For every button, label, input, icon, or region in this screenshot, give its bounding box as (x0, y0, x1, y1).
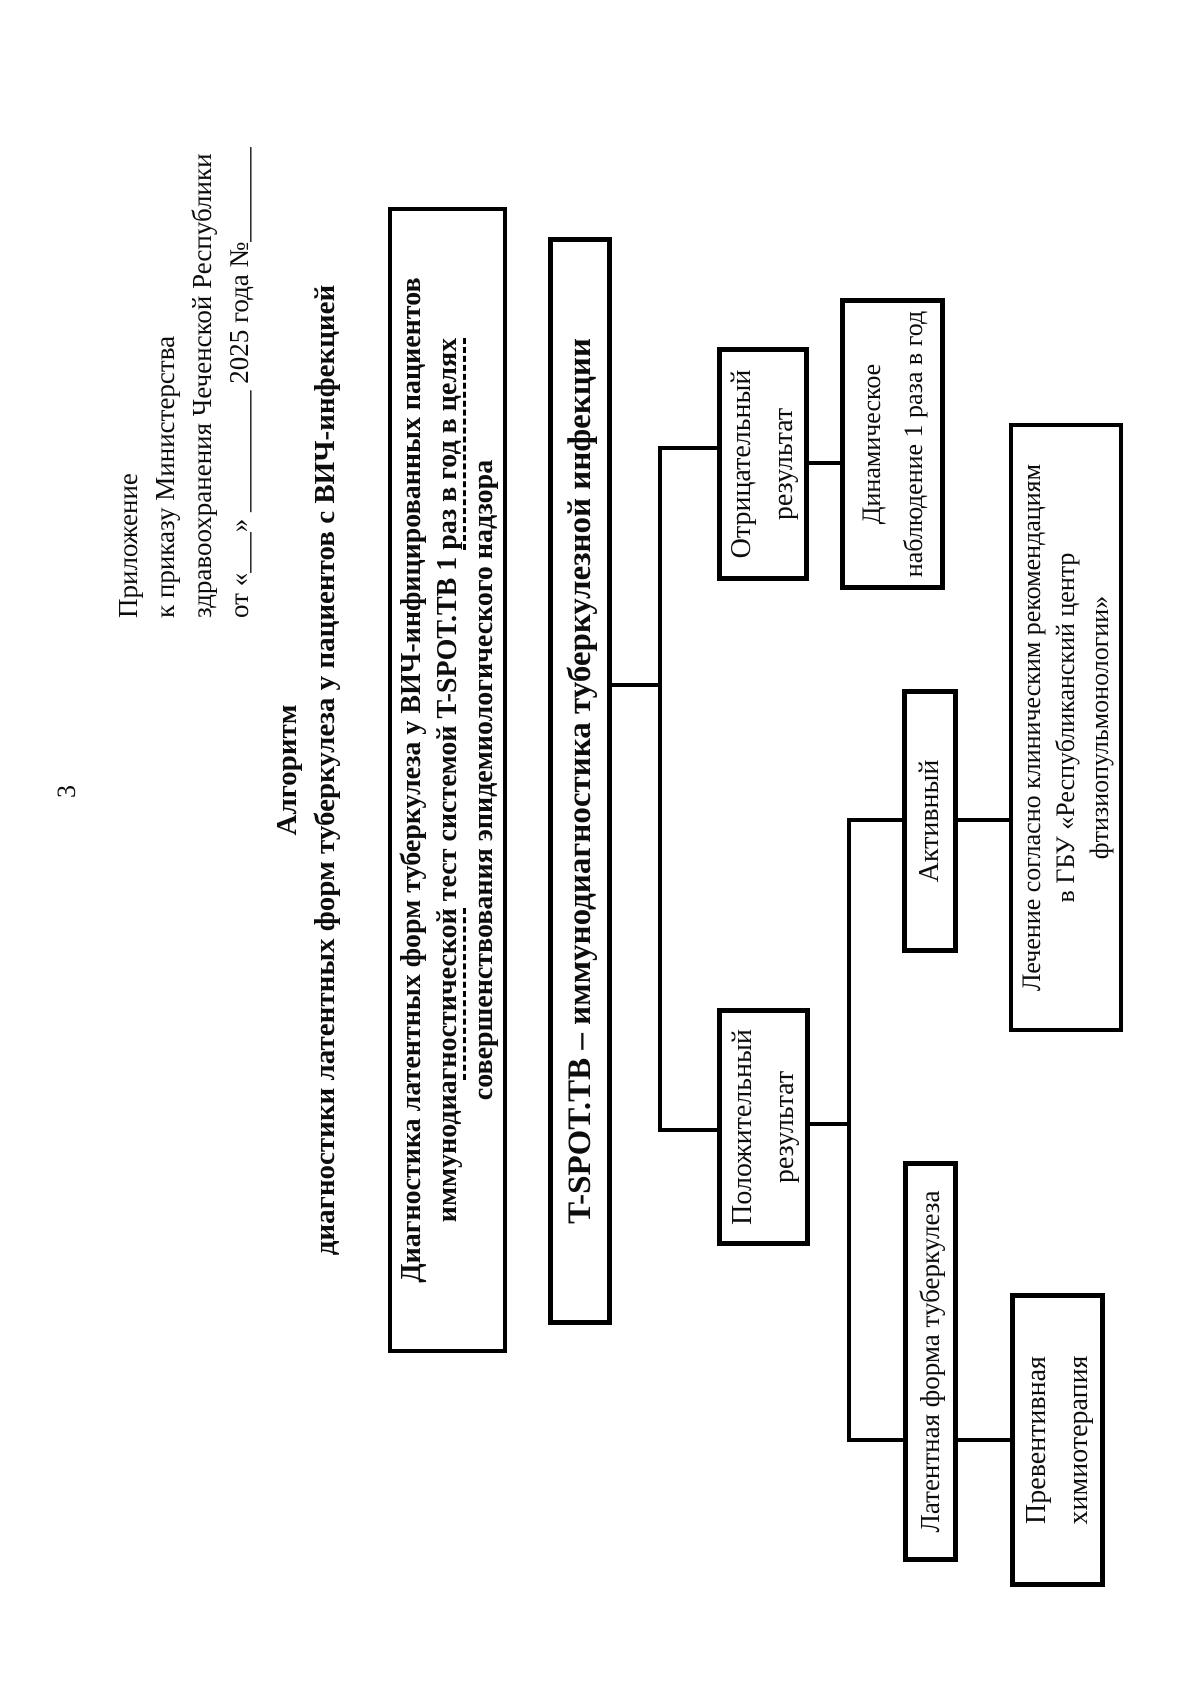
connector-line (958, 818, 1009, 822)
purpose-line-1: Диагностика латентных форм туберкулеза у… (395, 277, 427, 1283)
preventive-chemo-box: Превентивная химиотерапия (1010, 1293, 1105, 1587)
positive-result-box: Положительный результат (717, 1008, 810, 1246)
purpose-line-3: совершенствования эпидемиологического на… (467, 459, 499, 1101)
document-title: Алгоритм диагностики латентных форм тубе… (268, 220, 344, 1320)
latent-tb-box: Латентная форма туберкулеза (903, 1161, 958, 1562)
appendix-header-line-1: Приложение (113, 473, 143, 618)
latent-label: Латентная форма туберкулеза (915, 1190, 945, 1533)
purpose-line-2c: тест системой T-SPOT.TB 1 (431, 549, 463, 909)
appendix-header-line-4: от «___» _________ 2025 года №_______ (224, 147, 254, 618)
connector-line (612, 683, 660, 687)
negative-result-box: Отрицательный результат (717, 347, 809, 581)
positive-line-2: результат (768, 1070, 800, 1184)
connector-line (658, 446, 662, 1132)
treatment-line-1: Лечение согласно клиническим рекомендаци… (1017, 463, 1046, 992)
connector-line (810, 1122, 849, 1126)
purpose-line-2b-underlined: гностической (431, 908, 466, 1081)
connector-line (849, 1438, 903, 1442)
preventive-line-2: химиотерапия (1062, 1355, 1094, 1525)
page-number: 3 (52, 785, 81, 798)
treatment-line-2: в ГБУ «Республиканский центр (1051, 552, 1080, 903)
treatment-line-3: фтизиопульмонологии» (1085, 595, 1114, 860)
active-label: Активный (914, 759, 945, 883)
connector-line (847, 818, 851, 1442)
connector-line (660, 1128, 717, 1132)
appendix-header-line-2: к приказу Министерства (150, 335, 180, 618)
purpose-line-2d-underlined: раз в год в целях (431, 337, 466, 550)
preventive-line-1: Превентивная (1020, 1356, 1052, 1524)
title-line-1: Алгоритм (271, 704, 303, 836)
title-line-2: диагностики латентных форм туберкулеза у… (309, 284, 341, 1256)
appendix-header-line-3: здравоохранения Чеченской Республики (187, 153, 217, 618)
connector-line (849, 818, 902, 822)
appendix-header: Приложение к приказу Министерства здраво… (110, 147, 258, 618)
purpose-line-2: иммунодиагностической тест системой T-SP… (430, 337, 466, 1223)
connector-line (809, 461, 840, 465)
method-box: T-SPOT.TB – иммунодиагностика туберкулез… (548, 237, 612, 1325)
negative-line-2: результат (768, 407, 799, 521)
dynamic-line-2: наблюдение 1 раза в год (898, 310, 928, 578)
positive-line-1: Положительный (726, 1029, 758, 1225)
treatment-box: Лечение согласно клиническим рекомендаци… (1009, 423, 1123, 1032)
connector-line (958, 1438, 1010, 1442)
method-label: T-SPOT.TB – иммунодиагностика туберкулез… (561, 338, 598, 1224)
dynamic-observation-box: Динамическое наблюдение 1 раза в год (840, 298, 945, 590)
dynamic-line-1: Динамическое (856, 363, 886, 525)
connector-line (660, 446, 717, 450)
purpose-line-2a: иммунодиа (431, 1080, 463, 1223)
active-tb-box: Активный (902, 689, 958, 953)
purpose-box: Диагностика латентных форм туберкулеза у… (388, 207, 507, 1353)
negative-line-1: Отрицательный (726, 369, 757, 559)
